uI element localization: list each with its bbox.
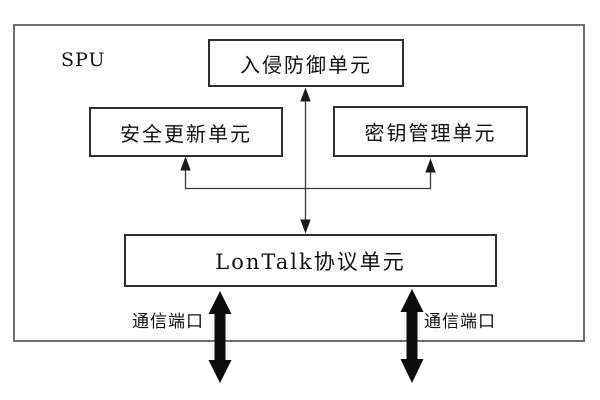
comm-port-label-right: 通信端口 [424, 312, 496, 332]
unit-box-lontalk-protocol: LonTalk协议单元 [124, 234, 497, 287]
unit-box-lontalk-protocol-label: LonTalk协议单元 [215, 249, 406, 274]
spu-system-label: SPU [61, 49, 106, 71]
comm-port-right-thick-arrow-icon [400, 289, 424, 383]
unit-box-security-update: 安全更新单元 [89, 107, 283, 157]
comm-port-left-thick-arrow-icon [208, 291, 232, 383]
center-arrowhead-up-icon [300, 87, 311, 102]
unit-box-intrusion-prevention: 入侵防御单元 [208, 39, 404, 87]
center-arrowhead-down-icon [300, 219, 311, 234]
comm-port-label-left: 通信端口 [132, 312, 204, 332]
unit-box-intrusion-prevention-label: 入侵防御单元 [240, 52, 372, 77]
update-arrowhead-up-icon [180, 156, 191, 171]
unit-box-key-management: 密钥管理单元 [333, 106, 528, 157]
key-arrowhead-up-icon [425, 158, 436, 173]
unit-box-key-management-label: 密钥管理单元 [364, 121, 497, 145]
unit-box-security-update-label: 安全更新单元 [120, 121, 252, 146]
